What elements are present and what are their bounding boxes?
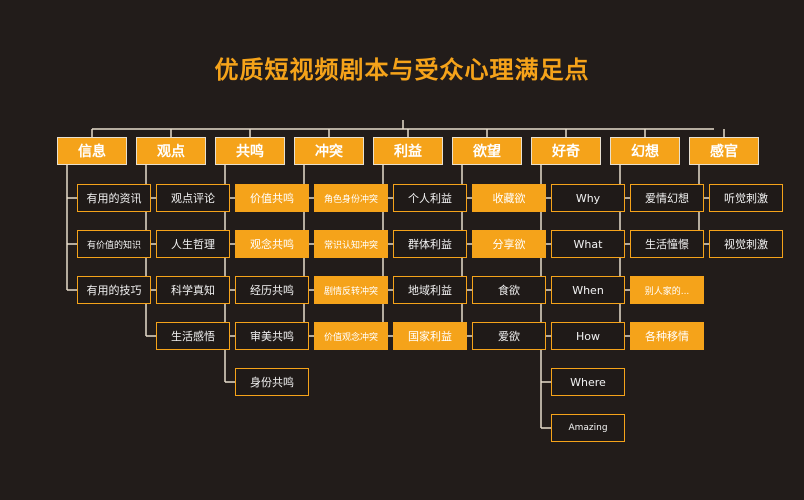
item-box: 视觉刺激	[709, 230, 783, 258]
item-box: Why	[551, 184, 625, 212]
category-header: 感官	[689, 137, 759, 165]
item-box: When	[551, 276, 625, 304]
item-box: How	[551, 322, 625, 350]
item-box: 各种移情	[630, 322, 704, 350]
item-box: 爱情幻想	[630, 184, 704, 212]
item-box: 收藏欲	[472, 184, 546, 212]
item-box: 经历共鸣	[235, 276, 309, 304]
item-box: 剧情反转冲突	[314, 276, 388, 304]
item-box: 人生哲理	[156, 230, 230, 258]
item-box: 爱欲	[472, 322, 546, 350]
item-box: 国家利益	[393, 322, 467, 350]
item-box: 有用的资讯	[77, 184, 151, 212]
item-box: 价值观念冲突	[314, 322, 388, 350]
item-box: 价值共鸣	[235, 184, 309, 212]
item-box: 审美共鸣	[235, 322, 309, 350]
item-box: 观点评论	[156, 184, 230, 212]
item-box: 有价值的知识	[77, 230, 151, 258]
item-box: 身份共鸣	[235, 368, 309, 396]
item-box: 地域利益	[393, 276, 467, 304]
item-box: Where	[551, 368, 625, 396]
item-box: 个人利益	[393, 184, 467, 212]
category-header: 欲望	[452, 137, 522, 165]
item-box: 观念共鸣	[235, 230, 309, 258]
page-title: 优质短视频剧本与受众心理满足点	[214, 56, 590, 84]
category-header: 信息	[57, 137, 127, 165]
category-header: 观点	[136, 137, 206, 165]
category-header: 利益	[373, 137, 443, 165]
item-box: 生活感悟	[156, 322, 230, 350]
category-header: 幻想	[610, 137, 680, 165]
item-box: 别人家的...	[630, 276, 704, 304]
category-header: 共鸣	[215, 137, 285, 165]
item-box: 分享欲	[472, 230, 546, 258]
item-box: 群体利益	[393, 230, 467, 258]
category-header: 好奇	[531, 137, 601, 165]
item-box: Amazing	[551, 414, 625, 442]
category-header: 冲突	[294, 137, 364, 165]
item-box: 听觉刺激	[709, 184, 783, 212]
item-box: 有用的技巧	[77, 276, 151, 304]
item-box: 科学真知	[156, 276, 230, 304]
item-box: 生活憧憬	[630, 230, 704, 258]
item-box: 食欲	[472, 276, 546, 304]
item-box: What	[551, 230, 625, 258]
item-box: 角色身份冲突	[314, 184, 388, 212]
item-box: 常识认知冲突	[314, 230, 388, 258]
